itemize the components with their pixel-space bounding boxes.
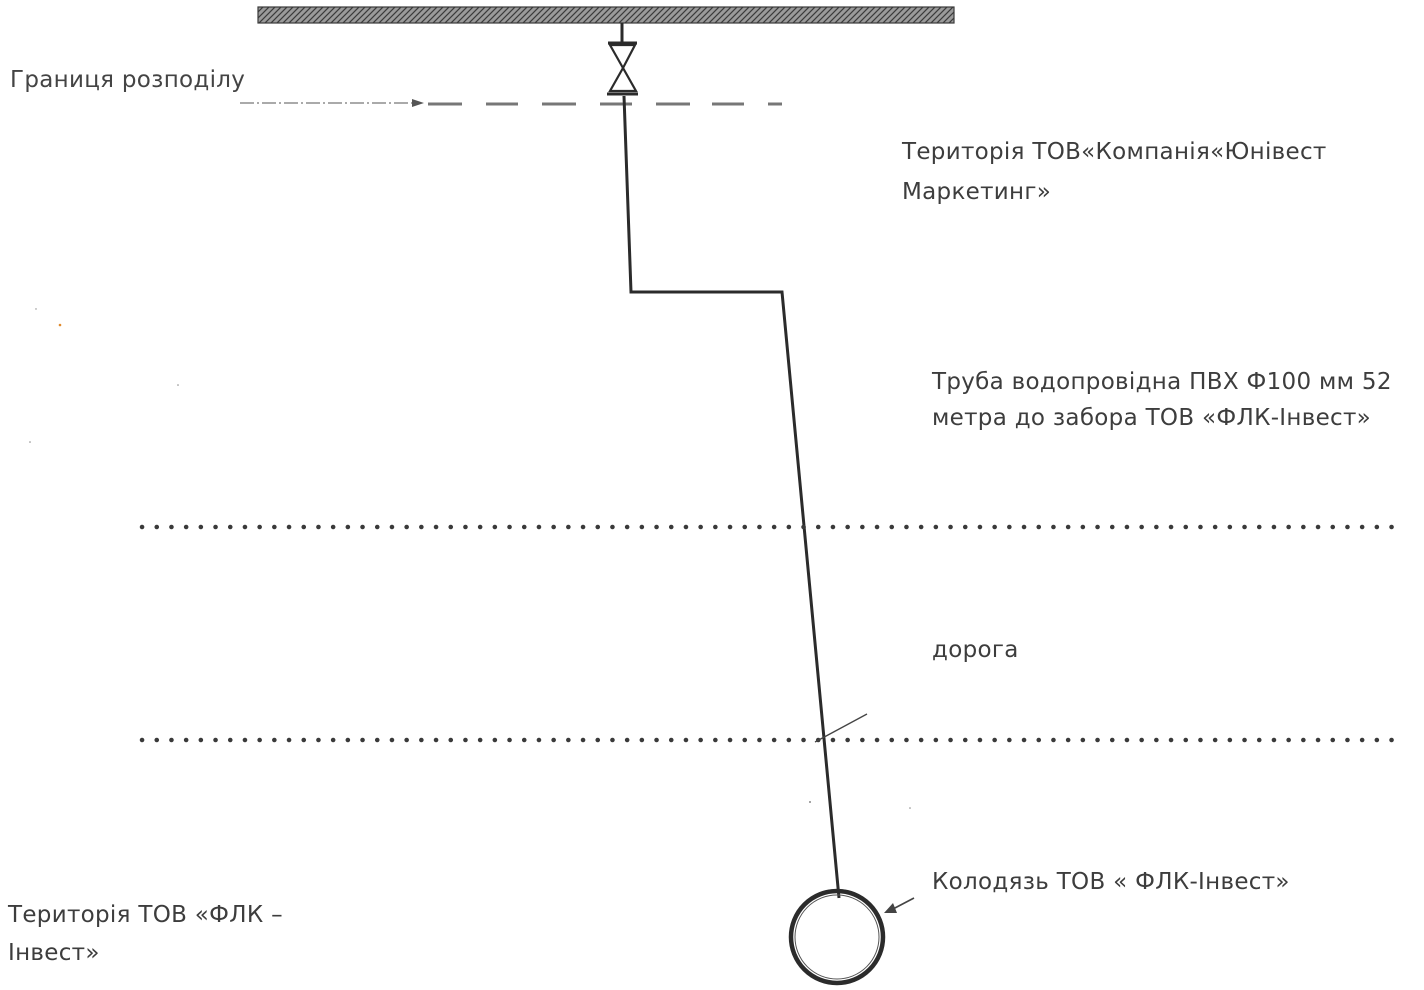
territory-top-label: Територія ТОВ«Компанія«Юнівест Маркетинг… xyxy=(902,132,1327,212)
well-icon xyxy=(788,888,886,986)
crossing-pointer xyxy=(814,713,868,743)
pipe-description-line1: Труба водопровідна ПВХ Ф100 мм 52 xyxy=(932,369,1392,395)
pipe-description-line2: метра до забора ТОВ «ФЛК-Інвест» xyxy=(932,405,1372,431)
well-arrow-icon xyxy=(884,897,915,913)
gate-valve-icon xyxy=(607,41,638,96)
territory-bottom-label: Територія ТОВ «ФЛК – Інвест» xyxy=(8,896,283,972)
well-label: Колодязь ТОВ « ФЛК-Інвест» xyxy=(932,869,1290,895)
water-pipe-route xyxy=(622,95,841,899)
territory-top-line1: Територія ТОВ«Компанія«Юнівест xyxy=(902,139,1327,165)
territory-bottom-line2: Інвест» xyxy=(8,940,100,966)
boundary-arrow-icon xyxy=(240,99,424,107)
scan-specks xyxy=(29,308,911,809)
main-pipe xyxy=(257,6,955,24)
territory-top-line2: Маркетинг» xyxy=(902,179,1052,205)
pipe-description-label: Труба водопровідна ПВХ Ф100 мм 52 метра … xyxy=(932,364,1392,436)
road-label: дорога xyxy=(932,637,1019,663)
territory-bottom-line1: Територія ТОВ «ФЛК – xyxy=(8,902,283,928)
boundary-label: Границя розподілу xyxy=(10,67,246,93)
